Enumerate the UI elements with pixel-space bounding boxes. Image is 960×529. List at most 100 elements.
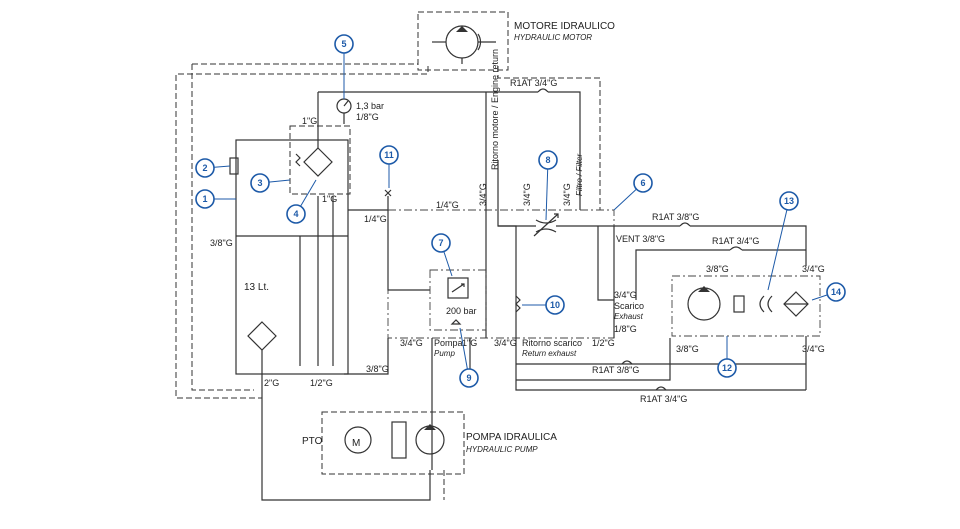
flow-regulator-icon [535, 219, 557, 233]
port-1g-c: 1"G [462, 338, 477, 348]
callout-circle-3 [250, 173, 270, 193]
fan-icon [759, 295, 773, 313]
port-34-b: 3/4"G [522, 183, 532, 206]
pipe-r1at-34-low: R1AT 3/4"G [640, 394, 687, 404]
pilot-line-outer [175, 66, 429, 399]
callout-circle-9 [459, 368, 479, 388]
callout-number-3: 3 [257, 178, 262, 188]
gauge-pressure: 1,3 bar [356, 101, 384, 111]
port-14b: 1/4"G [436, 200, 459, 210]
relief-valve-icon [447, 277, 469, 299]
port-34-d: 3/4"G [494, 338, 517, 348]
return-filter-icon [303, 147, 333, 177]
valve-block [387, 209, 615, 339]
port-14: 1/4"G [364, 214, 387, 224]
callout-number-5: 5 [341, 39, 346, 49]
callout-circle-10 [545, 295, 565, 315]
callout-number-13: 13 [784, 196, 794, 206]
port-34-cool2: 3/4"G [802, 344, 825, 354]
level-indicator-icon [229, 157, 239, 175]
callout-leader-8 [545, 159, 549, 221]
port-38-cool: 3/8"G [706, 264, 729, 274]
callout-circle-14 [826, 282, 846, 302]
callout-circle-4 [286, 204, 306, 224]
vent-label: VENT 3/8"G [616, 234, 665, 244]
scarico-label: Scarico [614, 301, 644, 311]
motor-subtitle: HYDRAULIC MOTOR [514, 33, 592, 42]
port-38-cool2: 3/8"G [676, 344, 699, 354]
suction-filter-icon [247, 321, 277, 351]
port-12b: 1/2"G [310, 378, 333, 388]
tank-capacity: 13 Lt. [244, 282, 269, 293]
pto-label: PTO [302, 436, 323, 447]
callout-number-1: 1 [202, 194, 207, 204]
callout-number-11: 11 [384, 150, 394, 160]
callout-number-14: 14 [831, 287, 841, 297]
pto-motor-icon [344, 426, 372, 454]
pump-title: POMPA IDRAULICA [466, 432, 557, 443]
callout-leader-13 [767, 200, 790, 291]
port-1g-a: 1"G [302, 116, 317, 126]
pipe-r1at-38: R1AT 3/8"G [652, 212, 699, 222]
pump-icon [415, 425, 445, 455]
port-38-b: 3/8"G [366, 364, 389, 374]
callout-number-4: 4 [293, 209, 298, 219]
callout-circle-6 [633, 173, 653, 193]
callout-circle-12 [717, 358, 737, 378]
return-exhaust-label: Return exhaust [522, 349, 577, 358]
pump-subtitle: HYDRAULIC PUMP [466, 445, 538, 454]
callout-circle-1 [195, 189, 215, 209]
return-filter-box [289, 125, 351, 195]
callout-number-12: 12 [722, 363, 732, 373]
callout-circle-13 [779, 191, 799, 211]
pipe-r1at-34-mid: R1AT 3/4"G [712, 236, 759, 246]
port-18: 1/8"G [614, 324, 637, 334]
callout-number-10: 10 [550, 300, 560, 310]
callout-number-2: 2 [202, 163, 207, 173]
port-38-tank: 3/8"G [210, 238, 233, 248]
pipe-r1at-38-low: R1AT 3/8"G [592, 365, 639, 375]
callout-circle-5 [334, 34, 354, 54]
motor-letter: M [352, 438, 360, 449]
callout-number-8: 8 [545, 155, 550, 165]
fan-motor-icon [687, 287, 721, 321]
relief-valve-box [429, 269, 487, 331]
callout-circle-2 [195, 158, 215, 178]
engine-return-label: Ritorno motore / Engine return [490, 49, 500, 170]
exhaust-label: Exhaust [614, 312, 644, 321]
pilot-line-right [497, 66, 601, 210]
pompa-label: Pompa [434, 338, 463, 348]
relief-pressure: 200 bar [446, 306, 477, 316]
port-34-cool: 3/4"G [802, 264, 825, 274]
needle-valve-icon [384, 189, 392, 197]
pump-box [321, 411, 465, 475]
callout-number-9: 9 [466, 373, 471, 383]
gauge-size: 1/8"G [356, 112, 379, 122]
pilot-line-inner [191, 64, 254, 391]
port-34-a: 3/4"G [478, 183, 488, 206]
port-34-scarico: 3/4"G [614, 290, 637, 300]
callout-number-6: 6 [640, 178, 645, 188]
port-12: 1/2"G [592, 338, 615, 348]
pressure-line-top [318, 91, 581, 210]
port-34-pompa: 3/4"G [400, 338, 423, 348]
pump-label: Pump [434, 349, 455, 358]
callout-circle-8 [538, 150, 558, 170]
cooler-box [671, 275, 821, 337]
radiator-icon [783, 291, 809, 317]
hydraulic-motor [417, 11, 509, 71]
ritorno-scarico-label: Ritorno scarico [522, 338, 582, 348]
port-1g-b: 1"G [322, 194, 337, 204]
oil-tank [235, 139, 349, 375]
pipe-r1at-34-top: R1AT 3/4"G [510, 78, 557, 88]
port-2g: 2"G [264, 378, 279, 388]
callout-number-7: 7 [438, 238, 443, 248]
callout-circle-11 [379, 145, 399, 165]
filter-label: Filtro / Filter [575, 153, 584, 196]
port-34-c: 3/4"G [562, 183, 572, 206]
callout-circle-7 [431, 233, 451, 253]
check-valve-icon [515, 295, 521, 313]
motor-title: MOTORE IDRAULICO [514, 21, 615, 32]
